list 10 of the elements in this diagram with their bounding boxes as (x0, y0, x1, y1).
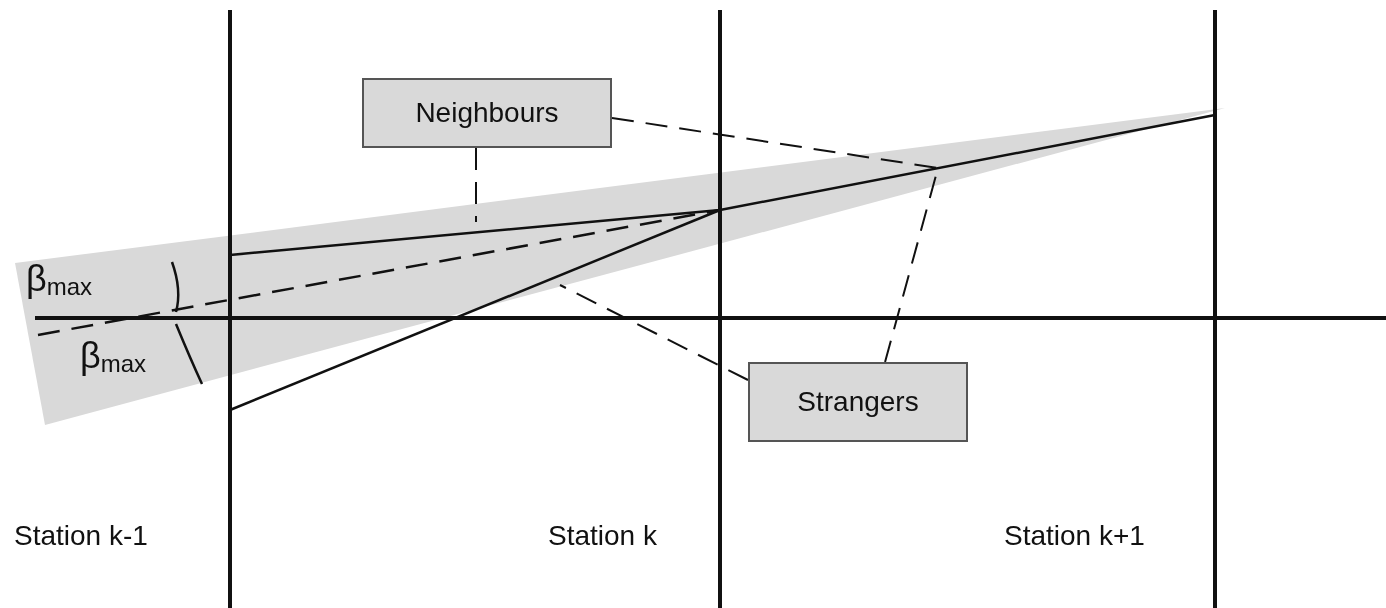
angle-label: β$_{max}$ (26, 258, 93, 301)
label-box: Strangers (748, 362, 968, 442)
station-label: Station k+1 (1004, 520, 1145, 552)
leader-line (611, 116, 939, 169)
leader-line (475, 147, 477, 223)
station-label: Station k (548, 520, 657, 552)
leader-line (559, 284, 749, 381)
angle-label: β$_{max}$ (80, 335, 147, 378)
label-box: Neighbours (362, 78, 612, 148)
station-label: Station k-1 (14, 520, 148, 552)
